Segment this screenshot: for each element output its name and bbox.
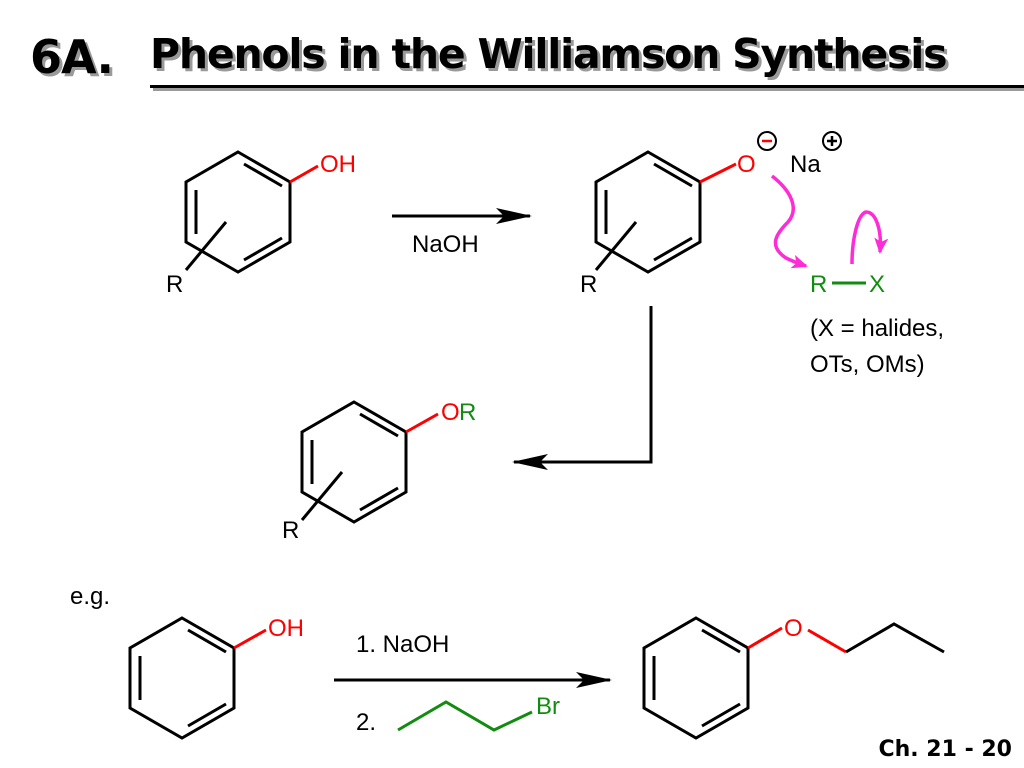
section-number: 6A. [30, 30, 114, 84]
title-underline [150, 85, 1024, 88]
product-ring-r-label: R [282, 517, 299, 544]
negative-charge-icon [757, 131, 777, 151]
title-row: 6A. Phenols in the Williamson Synthesis [0, 22, 1024, 102]
phenoxide-o-label: O [737, 151, 756, 178]
phenoxide-r-label: R [580, 271, 597, 298]
leaving-group-x-label: X [869, 271, 885, 298]
bromide-label: Br [536, 693, 560, 720]
page-title: Phenols in the Williamson Synthesis [150, 30, 947, 78]
nucleophilic-attack-arrow [770, 174, 808, 269]
example-phenol-structure [128, 616, 267, 740]
product-r-label: R [459, 399, 476, 426]
example-product-o-label: O [784, 615, 803, 642]
propyl-bromide-chain [397, 700, 533, 732]
example-step1-label: 1. NaOH [356, 631, 449, 658]
sodium-label: Na [790, 151, 821, 178]
aryl-ether-structure [300, 400, 439, 524]
phenol-structure [184, 150, 319, 274]
leaving-group-arrow [850, 210, 889, 265]
phenoxide-structure [594, 150, 737, 274]
alkyl-r-label: R [810, 271, 827, 298]
leaving-group-note-line1: (X = halides, [810, 315, 944, 342]
example-oh-label: OH [268, 615, 304, 642]
slide-number: Ch. 21 - 20 [878, 737, 1012, 762]
phenol-oh-label: OH [320, 151, 356, 178]
naoh-label: NaOH [412, 231, 479, 258]
propyl-phenyl-ether-structure [642, 616, 945, 740]
positive-charge-icon [822, 131, 842, 151]
leaving-group-note-line2: OTs, OMs) [810, 351, 925, 378]
elbow-arrow [512, 306, 653, 470]
product-o-label: O [441, 399, 460, 426]
example-step2-label: 2. [356, 709, 376, 736]
example-label: e.g. [70, 583, 110, 610]
phenol-r-label: R [166, 271, 183, 298]
